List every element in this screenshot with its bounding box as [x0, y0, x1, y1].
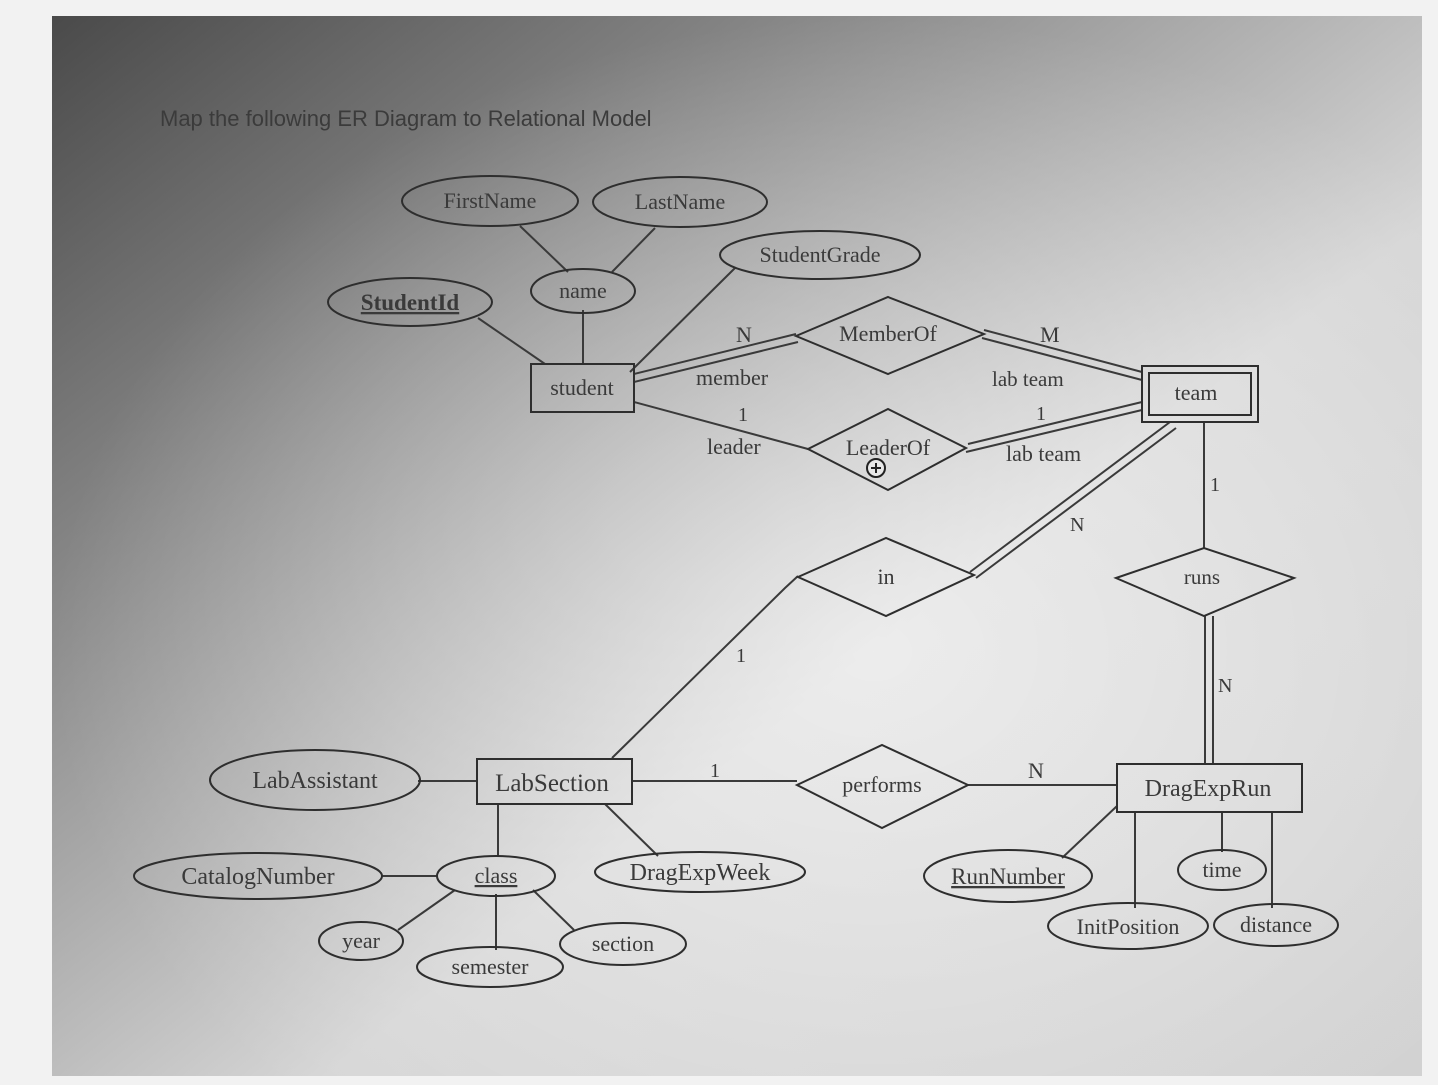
line-labsection-dragexpweek: [604, 803, 659, 857]
label-memberof-n: N: [736, 322, 752, 347]
rel-leaderof-diamond: [805, 407, 969, 492]
attr-year-ellipse: [318, 921, 404, 961]
attr-catalognumber-ellipse: [133, 852, 383, 900]
attr-labassistant: LabAssistant: [252, 768, 378, 794]
attr-distance-ellipse: [1213, 903, 1339, 947]
line-memberof-team-b: [981, 337, 1143, 381]
attr-catalognumber: CatalogNumber: [181, 864, 334, 890]
cursor-plus-icon: [866, 458, 886, 478]
label-leader-1: 1: [738, 404, 748, 426]
attr-dragexpweek: DragExpWeek: [630, 860, 771, 886]
relationships: MemberOf LeaderOf in runs performs: [793, 295, 1297, 830]
page-heading: Map the following ER Diagram to Relation…: [160, 106, 652, 131]
attr-lastname-ellipse: [592, 176, 768, 228]
line-student-memberof-b: [633, 341, 799, 383]
attr-initposition-ellipse: [1047, 902, 1209, 950]
attr-class-ellipse: [436, 855, 556, 897]
line-student-memberof-a: [633, 333, 797, 375]
attr-semester-ellipse: [416, 946, 564, 988]
label-in-n: N: [1070, 514, 1084, 536]
entity-student: student: [550, 375, 614, 400]
line-leaderof-team-a: [967, 401, 1143, 445]
entities: student team LabSection DragExpRun: [476, 363, 1303, 813]
entity-team: team: [1175, 380, 1218, 405]
rel-in-diamond: [795, 536, 977, 618]
label-runs-n: N: [1218, 675, 1232, 697]
rel-runs-diamond: [1113, 546, 1297, 618]
entity-labsection-box: [476, 758, 633, 805]
entity-labsection: LabSection: [495, 770, 609, 797]
attributes: FirstName LastName name StudentId Studen…: [133, 175, 1339, 988]
rel-memberof: MemberOf: [839, 321, 937, 346]
label-lab-team-2: lab team: [1006, 441, 1081, 466]
line-team-in-a: [969, 421, 1171, 573]
entity-dragexprun: DragExpRun: [1145, 776, 1272, 802]
attr-dragexpweek-ellipse: [594, 851, 806, 893]
attr-firstname-ellipse: [401, 175, 579, 227]
label-leader-role: leader: [707, 434, 761, 459]
attr-time: time: [1202, 857, 1241, 882]
rel-in: in: [877, 564, 894, 589]
entity-team-box-inner: [1148, 372, 1252, 416]
line-grade-student: [629, 267, 736, 373]
attr-semester: semester: [452, 954, 530, 979]
line-team-in-b: [975, 427, 1177, 579]
entity-student-box: [530, 363, 635, 413]
label-leader-team-1: 1: [1036, 403, 1046, 425]
label-performs-n: N: [1028, 758, 1044, 783]
rel-performs-diamond: [794, 743, 971, 830]
cardinality-labels: N M member lab team 1 leader 1 lab team …: [696, 322, 1232, 783]
line-lastname-name: [611, 227, 656, 273]
label-runs-1: 1: [1210, 474, 1220, 496]
screen-glow: [52, 16, 1422, 1076]
rel-performs: performs: [842, 772, 921, 797]
attr-labassistant-ellipse: [209, 749, 421, 811]
attr-section: section: [592, 931, 654, 956]
attr-runnumber-ellipse: [923, 849, 1093, 903]
attr-initposition: InitPosition: [1077, 914, 1180, 939]
attr-studentid: StudentId: [361, 290, 460, 315]
line-class-section: [532, 889, 575, 931]
attr-distance: distance: [1240, 912, 1312, 937]
attr-studentgrade-ellipse: [719, 230, 921, 280]
attr-runnumber: RunNumber: [951, 864, 1065, 889]
entity-team-box-outer: [1141, 365, 1259, 423]
label-memberof-m: M: [1040, 322, 1060, 347]
label-member-role: member: [696, 365, 769, 390]
line-firstname-name: [519, 225, 569, 273]
label-performs-1: 1: [710, 760, 720, 782]
label-lab-team-1: lab team: [992, 367, 1064, 391]
line-leaderof-team-b: [965, 409, 1143, 453]
line-studentid-student: [477, 317, 546, 365]
entity-dragexprun-box: [1116, 763, 1303, 813]
attr-year: year: [342, 928, 381, 953]
line-in-labsection: [611, 575, 799, 759]
attr-time-ellipse: [1177, 849, 1267, 891]
rel-memberof-diamond: [793, 295, 987, 376]
rel-runs: runs: [1184, 565, 1220, 589]
connector-lines: [382, 225, 1273, 950]
attr-firstname: FirstName: [444, 188, 537, 213]
attr-lastname: LastName: [635, 189, 725, 214]
attr-name-ellipse: [530, 268, 636, 314]
line-student-leaderof: [633, 401, 809, 450]
rel-leaderof: LeaderOf: [846, 435, 931, 460]
attr-studentid-ellipse: [327, 277, 493, 327]
attr-name: name: [559, 278, 607, 303]
attr-studentgrade: StudentGrade: [760, 242, 881, 267]
attr-section-ellipse: [559, 922, 687, 966]
label-in-1: 1: [736, 645, 746, 667]
line-class-year: [397, 889, 456, 931]
attr-class: class: [475, 863, 518, 888]
line-memberof-team-a: [983, 329, 1143, 373]
line-dragexprun-runnumber: [1061, 805, 1118, 859]
